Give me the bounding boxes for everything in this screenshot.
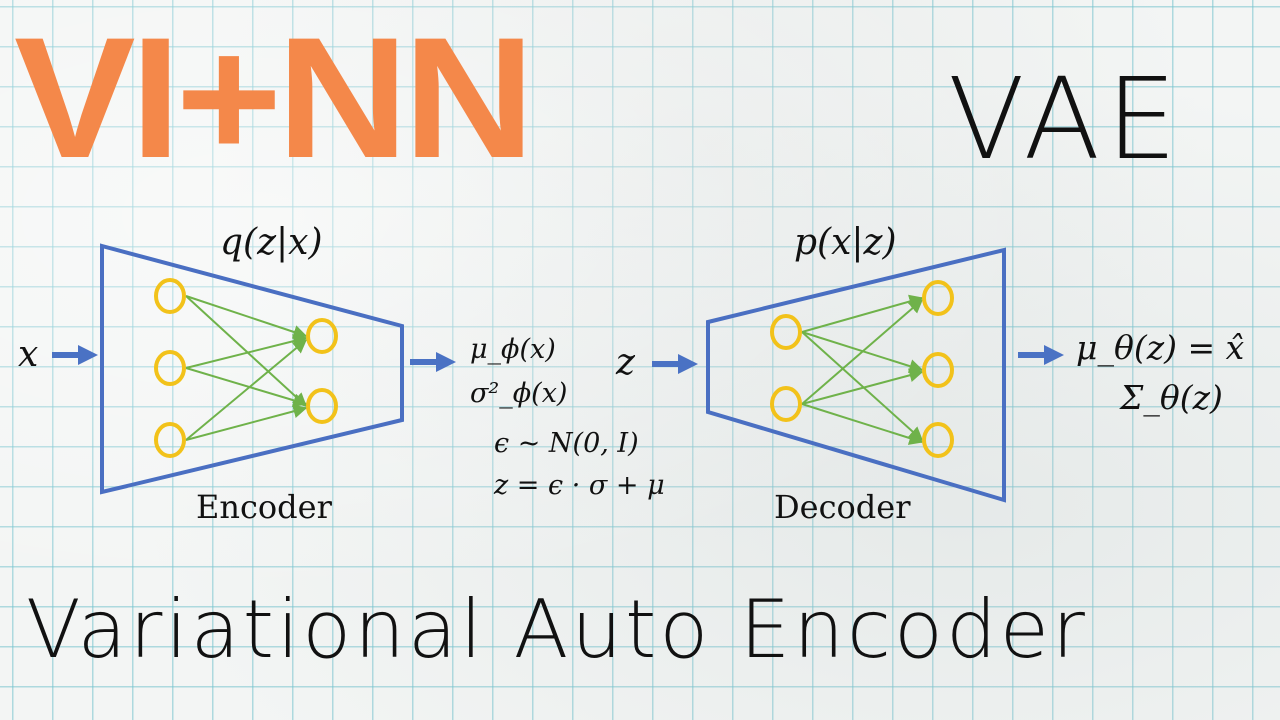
encoder-output-variance: σ²_ϕ(x) [470, 378, 568, 409]
encoder-output-mean: μ_ϕ(x) [470, 334, 556, 365]
decoder-nodes [770, 280, 954, 458]
decoder-output-node [922, 422, 954, 458]
decoder-output-mean: μ_θ(z) = x̂ [1076, 328, 1245, 367]
decoder-edges [801, 294, 924, 445]
encoder-nodes [154, 278, 338, 458]
decoder-output-node [922, 352, 954, 388]
encoder-box [100, 243, 404, 495]
decoder-output-covariance: Σ_θ(z) [1120, 378, 1223, 417]
encoder-output-arrow [410, 352, 456, 372]
decoder-box [706, 247, 1006, 503]
input-z-arrow [652, 354, 698, 374]
subtitle: Variational Auto Encoder [26, 583, 1088, 676]
decoder-input-label: z [616, 342, 635, 383]
decoder-input-node [770, 314, 802, 350]
encoder-output-node [306, 318, 338, 354]
decoder-input-node [770, 386, 802, 422]
decoder-distribution: p(x|z) [794, 222, 897, 263]
encoder-input-node [154, 278, 186, 314]
encoder-input-node [154, 350, 186, 386]
reparameterization: z = ϵ · σ + μ [494, 470, 665, 501]
noise-sampling: ϵ ~ N(0, I) [494, 428, 639, 459]
decoder-label: Decoder [774, 488, 911, 526]
decoder-output-arrow [1018, 345, 1064, 365]
input-x-arrow [52, 345, 98, 365]
decoder-output-node [922, 280, 954, 316]
encoder-distribution: q(z|x) [220, 222, 323, 263]
encoder-output-node [306, 388, 338, 424]
short-title: VAE [948, 55, 1183, 185]
encoder-label: Encoder [196, 488, 332, 526]
encoder-edges [185, 295, 308, 441]
encoder-input-label: x [18, 334, 39, 375]
logo-text: VI+NN [14, 2, 535, 194]
encoder-input-node [154, 422, 186, 458]
